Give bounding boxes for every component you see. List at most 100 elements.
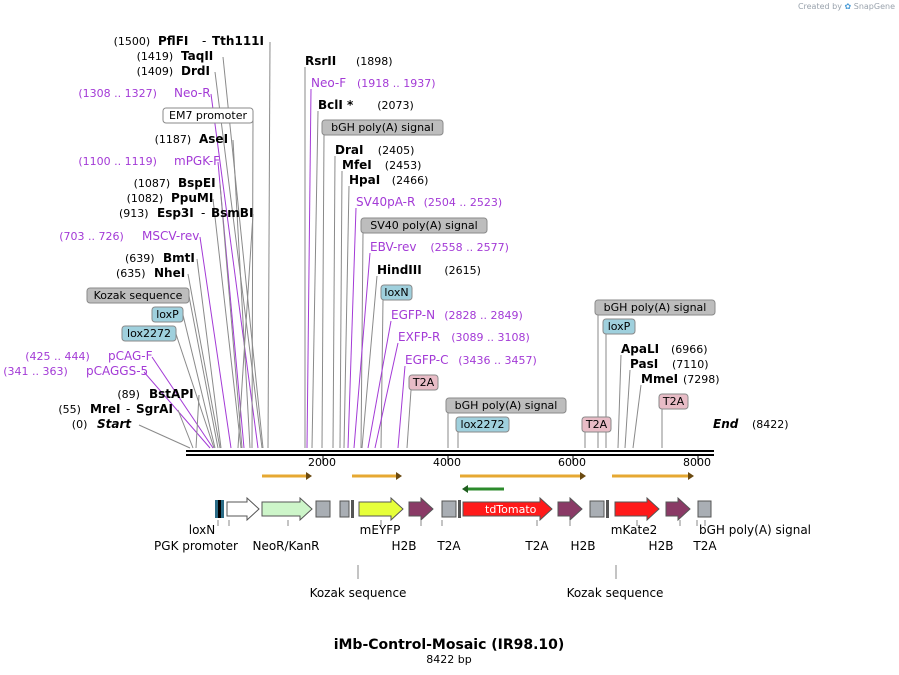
left-label-3-leader [210,93,259,449]
orf-arrow-3-head [580,472,586,480]
left-label-12-leader [187,273,221,449]
polya-feature[interactable] [589,500,605,518]
lox-feature[interactable] [221,500,224,518]
pgk-promoter-feature[interactable] [226,496,260,522]
bottom-label-12: Kozak sequence [310,586,407,600]
mkate2-feature[interactable] [614,496,660,522]
lox-feature[interactable] [606,500,609,518]
left-label-15[interactable]: lox2272 [121,325,177,342]
left-label-8-name: PpuMI [171,191,213,205]
far-label-1-text: loxP [608,320,631,333]
far-label-3-pos: (7110) [672,358,709,371]
left-label-12-name: NheI [154,266,185,280]
left-label-8-pos: (1082) [127,192,164,205]
left-label-4[interactable]: EM7 promoter [162,107,254,124]
far-label-6-box [581,416,612,433]
loxN-feature[interactable] [215,500,218,518]
far-label-6[interactable]: T2A [581,416,612,433]
far-label-5-text: T2A [662,395,685,408]
h2b-feature[interactable] [408,496,434,522]
tdtomato-feature[interactable] [462,496,553,522]
right-label-9-name: EBV-rev [370,240,416,254]
h2b-feature[interactable] [665,496,691,522]
right-label-4-name: DraI [335,143,363,157]
polya-feature[interactable] [441,500,457,518]
far-label-4-leader [632,384,642,449]
left-label-11-name: BmtI [163,251,195,265]
left-label-15-text: lox2272 [127,327,171,340]
right-label-11[interactable]: loxN [380,284,413,301]
left-label-12-pos: (635) [116,267,146,280]
orf-arrow-2-head [396,472,402,480]
sequence-strand-top [186,450,714,452]
lox-feature[interactable] [351,500,354,518]
right-label-15[interactable]: T2A [408,374,439,391]
left-label-13-text: Kozak sequence [94,289,183,302]
polya-feature[interactable] [315,500,331,518]
h2b-feature[interactable] [557,496,583,522]
polya-feature[interactable] [697,500,712,518]
left-label-19-dash: - [126,402,130,416]
bottom-label-0: loxN [189,523,215,537]
right-label-3[interactable]: bGH poly(A) signal [321,119,444,136]
ruler-tick-label: 6000 [558,456,586,469]
left-label-17-pos: (341 .. 363) [3,365,68,378]
neor-kanr-feature[interactable] [261,496,313,522]
left-label-7-leader [219,183,243,449]
left-label-20-name: Start [97,417,132,431]
right-label-8[interactable]: SV40 poly(A) signal [360,217,488,234]
left-label-15-box [121,325,177,342]
left-label-14[interactable]: loxP [151,306,184,323]
left-label-8-leader [212,198,242,449]
right-label-13-pos: (3089 .. 3108) [451,331,530,344]
left-label-9-name2: BsmBI [211,206,253,220]
orf-arrow-4-head [688,472,694,480]
right-label-11-leader [380,299,384,449]
lox-feature[interactable] [218,500,221,518]
right-label-10-pos: (2615) [444,264,481,277]
polya-feature[interactable] [339,500,350,518]
left-label-17-name: pCAGGS-5 [86,364,148,378]
far-label-0[interactable]: bGH poly(A) signal [594,299,716,316]
right-label-13-leader [374,342,399,449]
mid-label-1[interactable]: lox2272 [455,416,510,433]
bottom-label-9: H2B [649,539,674,553]
far-label-2-leader [617,354,622,449]
lox-feature[interactable] [458,500,461,518]
right-label-12-name: EGFP-N [391,308,435,322]
right-label-5-pos: (2453) [385,159,422,172]
far-label-1[interactable]: loxP [602,318,636,335]
right-label-12-leader [367,320,392,449]
mid-label-0[interactable]: bGH poly(A) signal [445,397,567,414]
far-label-1-box [602,318,636,335]
far-label-4-name: MmeI [641,372,678,386]
left-label-7-name: BspEI [178,176,216,190]
left-label-9-name: Esp3I [157,206,194,220]
left-label-0-name: PflFI [158,34,188,48]
right-label-4-leader [332,155,336,449]
right-label-15-text: T2A [412,376,435,389]
left-label-16-name: pCAG-F [108,349,153,363]
far-label-0-text: bGH poly(A) signal [604,301,707,314]
right-label-5-name: MfeI [342,158,372,172]
right-label-8-leader [360,232,364,449]
bottom-label-10: bGH poly(A) signal [699,523,811,537]
left-label-0-name2: Tth111I [212,34,264,48]
right-label-2-leader [311,110,319,449]
left-label-4-box [162,107,254,124]
meyfp-feature[interactable] [358,496,404,522]
right-label-1-name: Neo-F [311,76,346,90]
left-label-13[interactable]: Kozak sequence [86,287,190,304]
right-label-6-name: HpaI [349,173,380,187]
right-label-5-leader [339,170,343,449]
credit-prefix: Created by [797,2,842,11]
right-label-11-text: loxN [384,286,408,299]
right-label-7-pos: (2504 .. 2523) [424,196,503,209]
right-label-6-leader [343,185,350,449]
left-label-11-pos: (639) [125,252,155,265]
left-label-15-leader [175,333,215,449]
far-label-5[interactable]: T2A [658,393,689,410]
mid-label-1-box [455,416,510,433]
left-label-6-name: mPGK-F [174,154,220,168]
